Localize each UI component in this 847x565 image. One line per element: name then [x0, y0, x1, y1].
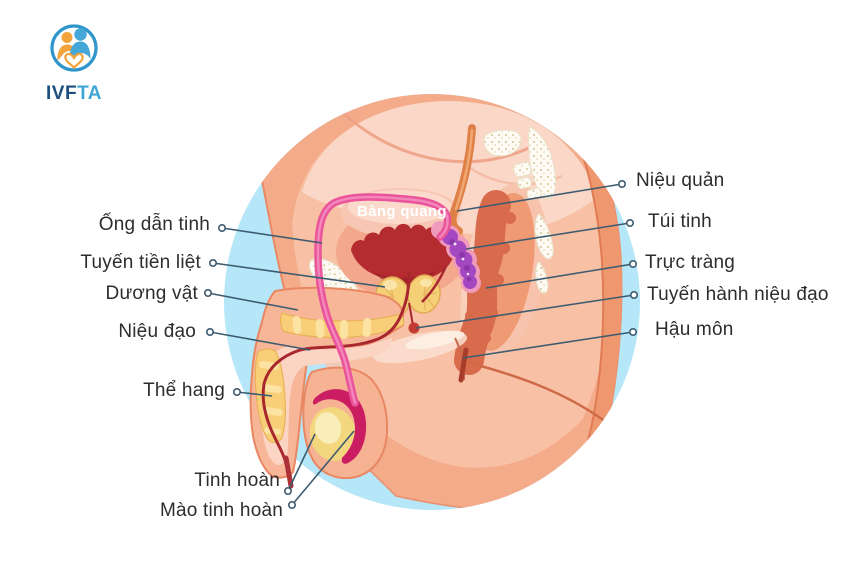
anus-crease	[458, 347, 469, 383]
seminal-vesicle-shape	[431, 221, 481, 293]
label-duong-vat: Dương vật	[105, 283, 198, 304]
label-tinh-hoan: Tinh hoàn	[194, 470, 280, 491]
buttock-crease	[465, 360, 607, 424]
penis-inner-lining	[261, 338, 393, 466]
label-mao-tinh-hoan: Mào tinh hoàn	[159, 500, 283, 521]
vas-deferens-tube	[314, 193, 452, 407]
logo-wordmark: IVFTA	[38, 83, 110, 105]
leader-tui-tinh	[465, 222, 631, 250]
leader-mao-tinh-hoan	[291, 430, 355, 506]
leg-band	[544, 110, 622, 510]
bladder-shape	[351, 223, 456, 288]
urethra-line	[261, 271, 411, 489]
glans-slit	[283, 455, 294, 489]
bulbourethral-gland-dot	[408, 322, 420, 334]
leader-ong-dan-tinh	[221, 227, 323, 244]
family-heart-circle-icon	[50, 24, 98, 72]
leader-nieu-dao	[209, 331, 311, 351]
label-bang-quang: Bàng quang	[357, 203, 447, 220]
leader-tuyen-hanh-nieu-dao	[415, 294, 635, 329]
label-hau-mon: Hậu môn	[655, 319, 734, 340]
leader-hau-mon	[462, 331, 634, 359]
label-ong-dan-tinh: Ống dẫn tinh	[98, 214, 210, 235]
label-nieu-dao: Niệu đạo	[118, 321, 196, 342]
leader-nieu-quan	[456, 183, 623, 212]
ureter-tube	[448, 124, 476, 235]
perineum-highlight-2	[405, 330, 465, 350]
abdomen-crease	[336, 106, 545, 164]
scrotum-group	[302, 366, 389, 479]
leader-the-hang	[236, 391, 273, 397]
ivfta-logo: IVFTA	[38, 22, 110, 105]
corpus-stripes-upper	[292, 316, 372, 339]
leader-truc-trang	[485, 263, 634, 289]
label-tui-tinh: Túi tinh	[648, 211, 712, 232]
rectum-group	[454, 183, 548, 375]
testicle-highlight	[314, 412, 342, 444]
logo-text-secondary: TA	[77, 83, 102, 104]
epididymis-shape	[312, 389, 367, 464]
label-tuyen-hanh-nieu-dao: Tuyến hành niệu đạo	[647, 284, 829, 305]
logo-text-primary: IVF	[46, 83, 78, 104]
label-nieu-quan: Niệu quản	[636, 170, 725, 191]
torso-group	[261, 94, 623, 510]
sacrum-bones	[483, 126, 557, 294]
leader-markers	[204, 180, 638, 509]
leader-tinh-hoan	[287, 433, 316, 492]
label-the-hang: Thể hang	[143, 380, 225, 401]
leader-duong-vat	[207, 292, 299, 311]
penis-group	[249, 286, 405, 479]
ejaculatory-duct-line	[421, 265, 448, 303]
leader-tuyen-tien-liet	[212, 262, 386, 288]
leader-lines	[207, 183, 635, 506]
label-truc-trang: Trực tràng	[645, 252, 736, 273]
label-tuyen-tien-liet: Tuyến tiền liệt	[80, 252, 201, 273]
